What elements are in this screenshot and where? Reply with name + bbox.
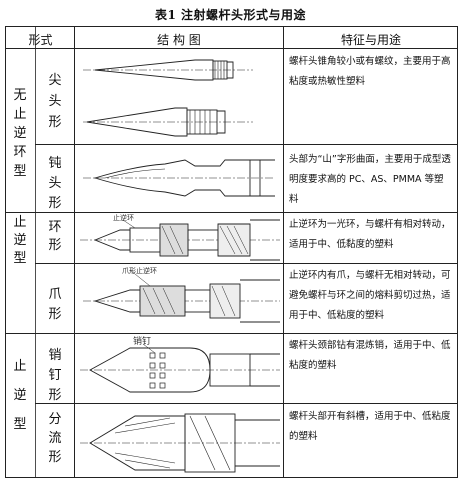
pointed-head-drawing-2 xyxy=(83,107,253,137)
row-type-split: 分流形 xyxy=(48,412,62,465)
group-label-check-2: 止逆型 xyxy=(13,359,27,432)
row-type-pointed: 尖头形 xyxy=(48,73,62,130)
row-type-blunt: 钝头形 xyxy=(48,156,62,211)
group-label-no-check: 无止逆环型 xyxy=(13,88,27,179)
header-usage: 特征与用途 xyxy=(340,33,401,47)
header-structure: 结 构 图 xyxy=(157,33,201,47)
ring-type-drawing xyxy=(80,219,280,261)
header-form: 形式 xyxy=(28,33,53,47)
group-label-check-1: 止逆型 xyxy=(13,215,27,266)
annotation-pin: 销钉 xyxy=(133,337,152,347)
row-usage-blunt: 头部为“山”字形曲面，主要用于成型透明度要求高的 PC、AS、PMMA 等塑料 xyxy=(289,154,451,205)
blunt-head-drawing xyxy=(83,159,275,197)
row-type-ring: 环形 xyxy=(48,220,62,253)
pin-type-drawing xyxy=(80,343,280,393)
row-type-pin: 销钉形 xyxy=(48,348,62,403)
annotation-claw-ring: 爪形止逆环 xyxy=(122,267,157,275)
split-type-drawing xyxy=(80,413,280,473)
row-usage-split: 螺杆头部开有斜槽，适用于中、低粘度的塑料 xyxy=(289,411,451,442)
structure-drawings xyxy=(80,59,280,473)
row-usage-ring: 止逆环为一光环，与螺杆有相对转动，适用于中、低黏度的塑料 xyxy=(289,219,451,250)
row-type-claw: 爪形 xyxy=(48,287,62,322)
pointed-head-drawing-1 xyxy=(83,59,253,81)
table-title: 表1 注射螺杆头形式与用途 xyxy=(154,8,307,22)
row-usage-pin: 螺杆头颈部钻有混炼销，适用于中、低粘度的塑料 xyxy=(289,340,451,371)
row-usage-claw: 止逆环内有爪，与螺杆无相对转动，可避免螺杆与环之间的熔料剪切过热，适用于中、低粘… xyxy=(289,270,451,321)
claw-type-drawing xyxy=(83,269,280,323)
annotation-check-ring: 止逆环 xyxy=(113,214,134,222)
row-usage-pointed: 螺杆头锥角较小或有螺纹，主要用于高粘度或热敏性塑料 xyxy=(289,56,451,87)
